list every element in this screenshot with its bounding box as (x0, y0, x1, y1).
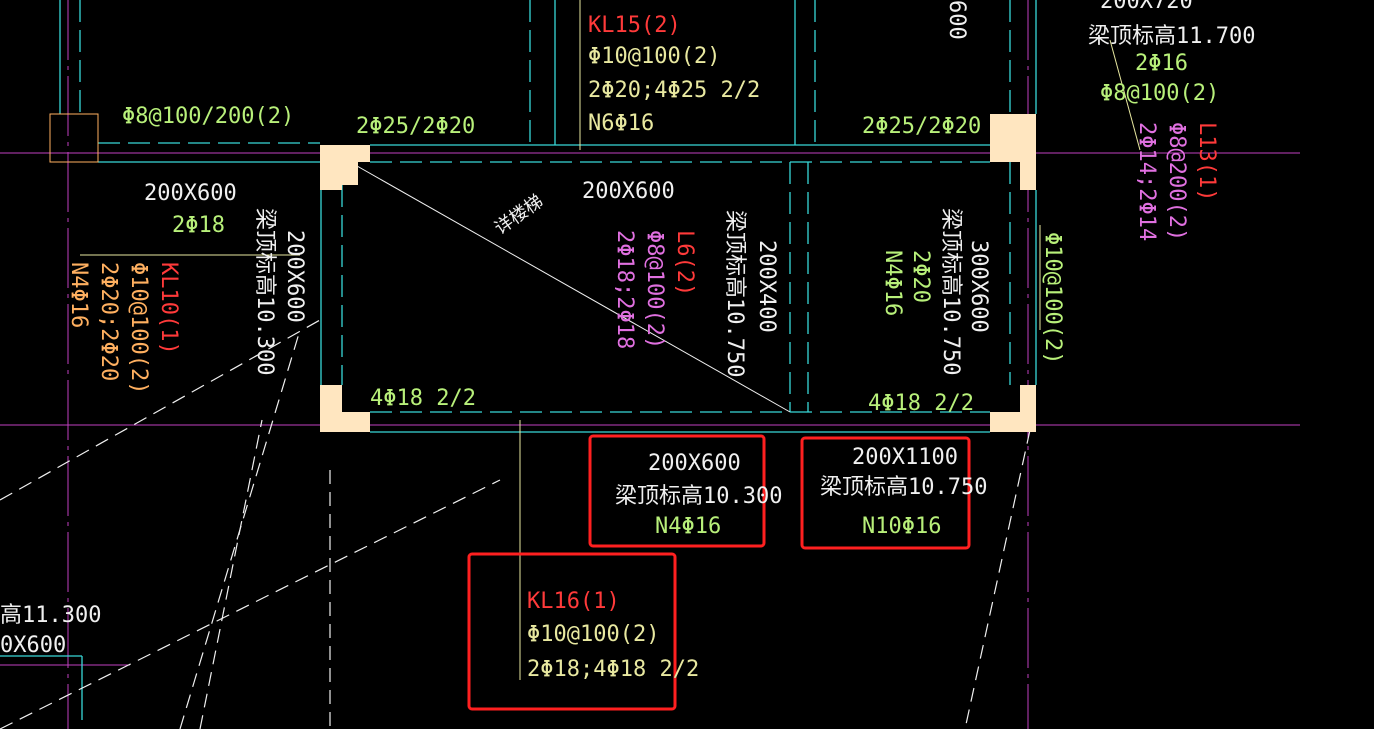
top-right-elev: 梁顶标高11.700 (1088, 24, 1255, 49)
leader-lines (80, 0, 1141, 680)
beam-edges (0, 0, 1037, 720)
left-vert-elev: 梁顶标高10.300 (252, 208, 277, 375)
labels: KL15(2) Φ10@100(2) 2Φ20;4Φ25 2/2 N6Φ16 Φ… (0, 0, 1255, 682)
box1-size: 200X600 (648, 451, 741, 476)
kl16-stirrup: Φ10@100(2) (527, 622, 659, 647)
kl10-rebar: 2Φ20;2Φ20 (96, 262, 121, 381)
right-edge-stirrup: Φ10@100(2) (1040, 232, 1065, 364)
left-size: 200X600 (144, 181, 237, 206)
top-right-size: 200X720 (1100, 0, 1193, 14)
l13-rebar: 2Φ14;2Φ14 (1134, 122, 1159, 241)
bottom-right-rebar: 4Φ18 2/2 (868, 391, 974, 416)
stair-diagonal (349, 161, 791, 413)
l6-rebar: 2Φ18;2Φ18 (612, 230, 637, 349)
l13-name: L13(1) (1194, 122, 1219, 201)
l6-name: L6(2) (672, 230, 697, 296)
mid-vert-elev: 梁顶标高10.750 (722, 210, 747, 377)
kl10-torsion: N4Φ16 (66, 262, 91, 328)
box2-size: 200X1100 (852, 445, 958, 470)
box1-torsion: N4Φ16 (655, 514, 721, 539)
left-bar: 2Φ18 (172, 213, 225, 238)
right-vert-size: 300X600 (966, 240, 991, 333)
top-left-stirrup: Φ8@100/200(2) (122, 104, 294, 129)
l13-stirrup: Φ8@200(2) (1164, 122, 1189, 241)
right-vert-bar: 2Φ20 (908, 250, 933, 303)
columns (49, 113, 1036, 432)
highlight-box-1 (588, 434, 766, 548)
hidden-lines (0, 319, 1031, 729)
kl15-torsion: N6Φ16 (588, 111, 654, 136)
highlight-boxes (467, 434, 971, 711)
top-mid-rebar: 2Φ25/2Φ20 (356, 114, 475, 139)
kl15-rebar: 2Φ20;4Φ25 2/2 (588, 78, 760, 103)
kl16-name: KL16(1) (527, 589, 620, 614)
bottom-left-rebar: 4Φ18 2/2 (370, 386, 476, 411)
stair-label: 详楼梯 (491, 191, 547, 239)
left-vert-size: 200X600 (282, 230, 307, 323)
right-vert-elev: 梁顶标高10.750 (938, 208, 963, 375)
right-vert-torsion: N4Φ16 (880, 250, 905, 316)
bottom-left-size: 0X600 (0, 633, 66, 658)
top-right-bar: 2Φ16 (1135, 51, 1188, 76)
top-600: 600 (944, 0, 969, 40)
bottom-left-elev: 高11.300 (0, 603, 101, 628)
top-right-rebar: 2Φ25/2Φ20 (862, 114, 981, 139)
mid-size: 200X600 (582, 179, 675, 204)
box2-torsion: N10Φ16 (862, 514, 941, 539)
kl15-name: KL15(2) (588, 13, 681, 38)
mid-vert-size: 200X400 (754, 240, 779, 333)
kl16-rebar: 2Φ18;4Φ18 2/2 (527, 657, 699, 682)
kl10-stirrup: Φ10@100(2) (126, 262, 151, 394)
box1-elev: 梁顶标高10.300 (615, 484, 782, 509)
box2-elev: 梁顶标高10.750 (820, 475, 987, 500)
l6-stirrup: Φ8@100(2) (642, 230, 667, 349)
top-right-stirrup: Φ8@100(2) (1100, 81, 1219, 106)
highlight-box-3 (467, 552, 677, 711)
highlight-box-2 (800, 436, 971, 550)
kl15-stirrup: Φ10@100(2) (588, 44, 720, 69)
kl10-name: KL10(1) (156, 262, 181, 355)
